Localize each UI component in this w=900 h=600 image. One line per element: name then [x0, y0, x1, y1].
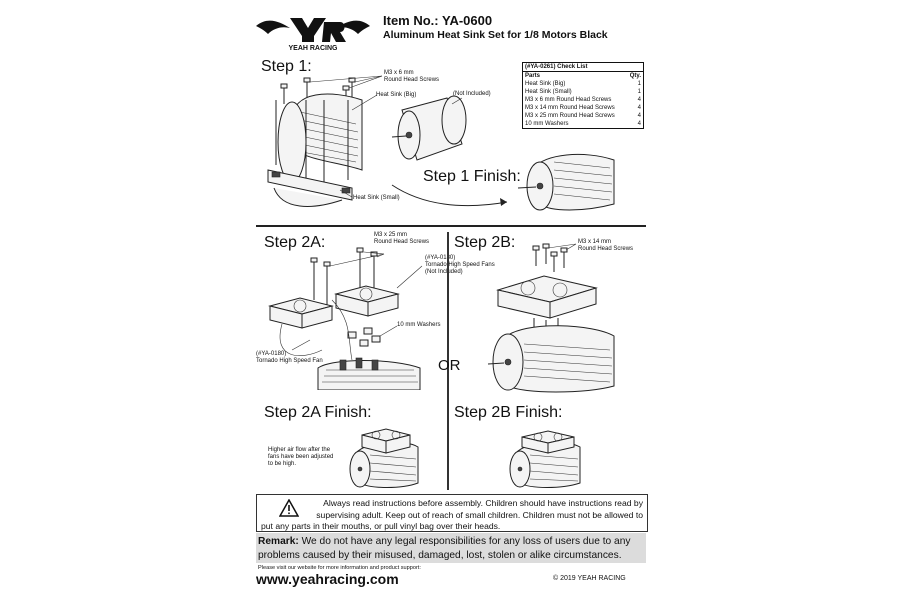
step2a-washers-label: 10 mm Washers [397, 322, 441, 328]
heat-sink-big-icon [487, 325, 615, 393]
step1-finish-diagram [517, 153, 615, 211]
table-row: Heat Sink (Small) 1 [523, 88, 643, 96]
remark-text: We do not have any legal responsibilitie… [258, 536, 631, 561]
table-row: Heat Sink (Big) 1 [523, 80, 643, 88]
step1-exploded-diagram [267, 75, 508, 207]
check-list-title: (#YA-0261) Check List [523, 63, 643, 72]
step2a-title: Step 2A: [264, 234, 326, 251]
warning-line: supervising adult. Keep out of reach of … [316, 509, 643, 520]
table-row: M3 x 14 mm Round Head Screws 4 [523, 104, 643, 112]
warning-box: Always read instructions before assembly… [256, 494, 648, 532]
step1-screws-label: M3 x 6 mm Round Head Screws [384, 70, 440, 83]
item-name: Aluminum Heat Sink Set for 1/8 Motors Bl… [383, 29, 608, 41]
col-qty: Qty. [629, 73, 641, 79]
part-name: M3 x 25 mm Round Head Screws [525, 113, 615, 119]
heat-sink-icon [317, 357, 421, 390]
table-row: M3 x 6 mm Round Head Screws 4 [523, 96, 643, 104]
section-divider [256, 225, 646, 227]
fan-icon [334, 285, 400, 317]
remark-label: Remark: [258, 536, 299, 547]
warning-triangle-icon [279, 499, 299, 517]
part-name: M3 x 6 mm Round Head Screws [525, 97, 612, 103]
part-name: 10 mm Washers [525, 121, 569, 127]
step1-sink-small-label: Heat Sink (Small) [353, 195, 400, 201]
step2a-finish-note: Higher air flow after the fans have been… [268, 447, 334, 467]
warning-line: Always read instructions before assembly… [323, 498, 643, 508]
step2b-exploded-diagram [487, 243, 615, 393]
step1-sink-big-label: Heat Sink (Big) [376, 92, 417, 98]
step2a-fans-label: (#YA-0180) Tornado High Speed Fans (Not … [425, 255, 495, 275]
part-qty: 1 [637, 81, 641, 87]
screw-icon [532, 243, 568, 272]
screw-icon [310, 247, 378, 306]
step2a-fan-label: (#YA-0180) Tornado High Speed Fan [256, 351, 323, 364]
part-qty: 1 [637, 89, 641, 95]
part-qty: 4 [637, 113, 641, 119]
heat-sink-big-icon [277, 93, 363, 183]
check-list: (#YA-0261) Check List Parts Qty. Heat Si… [522, 62, 644, 129]
check-list-header-row: Parts Qty. [523, 72, 643, 80]
heat-sink-small-icon [267, 169, 353, 207]
part-name: Heat Sink (Small) [525, 89, 572, 95]
remark-box: Remark: We do not have any legal respons… [256, 533, 646, 563]
instruction-sheet: YEAH RACING Item No.: YA-0600 Aluminum H… [252, 0, 648, 600]
table-row: M3 x 25 mm Round Head Screws 4 [523, 112, 643, 120]
warning-line: put any parts in their mouths, or pull v… [261, 521, 501, 531]
yeah-racing-logo: YEAH RACING [256, 18, 370, 52]
part-qty: 4 [637, 121, 641, 127]
table-row: 10 mm Washers 4 [523, 120, 643, 128]
part-name: M3 x 14 mm Round Head Screws [525, 105, 615, 111]
visit-note: Please visit our website for more inform… [258, 565, 421, 571]
step2b-screws-label: M3 x 14 mm Round Head Screws [578, 239, 634, 252]
column-divider [447, 232, 449, 490]
step2a-screws-label: M3 x 25 mm Round Head Screws [374, 232, 430, 245]
col-parts: Parts [525, 73, 541, 79]
step2a-finish-diagram [349, 428, 419, 488]
fans-pair-icon [496, 275, 598, 319]
washer-icon [347, 327, 381, 347]
warning-text: Always read instructions before assembly… [261, 498, 643, 533]
step2a-exploded-diagram [268, 247, 423, 390]
step1-not-included-label: (Not Included) [453, 91, 491, 97]
part-name: Heat Sink (Big) [525, 81, 566, 87]
check-list-table: Parts Qty. Heat Sink (Big) 1 Heat Sink (S… [523, 72, 643, 128]
motor-icon [391, 95, 467, 161]
website-link[interactable]: www.yeahracing.com [256, 571, 399, 587]
step2b-title: Step 2B: [454, 234, 516, 251]
or-label: OR [438, 357, 461, 374]
part-qty: 4 [637, 105, 641, 111]
fan-icon [268, 297, 334, 329]
step1-finish-title: Step 1 Finish: [423, 168, 521, 185]
step2a-finish-title: Step 2A Finish: [264, 404, 372, 421]
step2b-finish-diagram [509, 430, 581, 488]
item-number: Item No.: YA-0600 [383, 13, 493, 28]
copyright: © 2019 YEAH RACING [553, 575, 626, 582]
svg-text:YEAH RACING: YEAH RACING [288, 45, 338, 52]
step2b-finish-title: Step 2B Finish: [454, 404, 563, 421]
part-qty: 4 [637, 97, 641, 103]
step1-title: Step 1: [261, 58, 312, 75]
